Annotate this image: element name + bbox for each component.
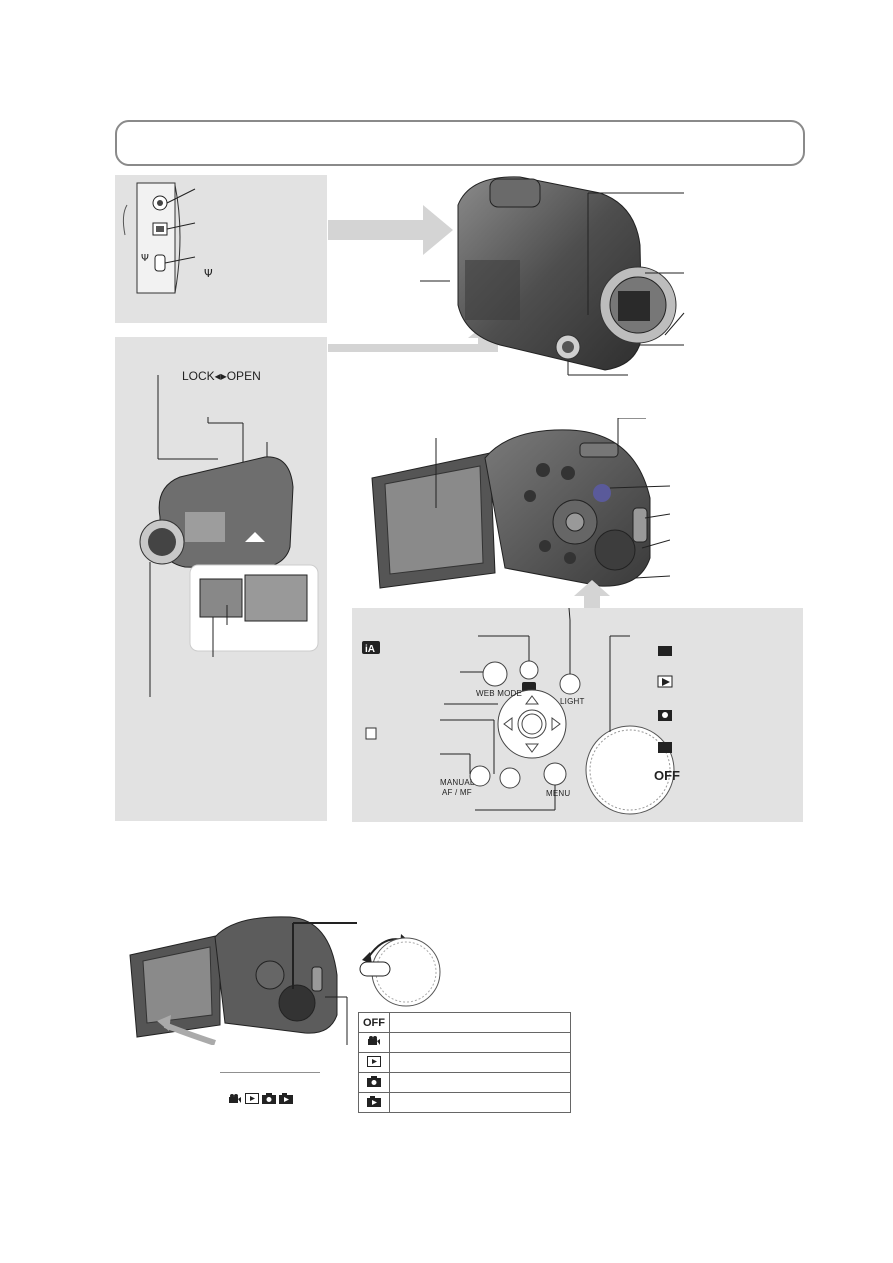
section-title-box: [115, 120, 805, 166]
controls-panel: iA WEB MOD: [352, 608, 803, 822]
camera-front-illustration: [420, 176, 685, 376]
mode-description: [389, 1092, 571, 1113]
mode-row-off: OFF: [358, 1012, 571, 1033]
terminals-illustration: [122, 182, 196, 294]
terminals-panel: Ψ Ψ: [115, 175, 327, 323]
mode-description: [389, 1052, 571, 1073]
mode-row-slideshow: [358, 1092, 571, 1113]
camera-side-illustration: [139, 375, 319, 697]
mode-row-playback: [358, 1052, 571, 1073]
mode-description: [389, 1012, 571, 1033]
usb-symbol: Ψ: [141, 253, 149, 264]
card-slot-panel: LOCK◂▸OPEN: [115, 337, 327, 821]
light-button-label: LIGHT: [560, 697, 585, 706]
manual-button-label: MANUAL: [440, 778, 475, 787]
off-text-icon: OFF: [358, 1012, 390, 1033]
movie-icon: [358, 1032, 390, 1053]
movie-icon: [229, 1094, 241, 1103]
slideshow-icon: [279, 1093, 293, 1104]
dial-off-label: OFF: [654, 768, 680, 783]
slideshow-icon: [358, 1092, 390, 1113]
mode-icons-row: [228, 1093, 293, 1104]
mode-dial-graphic: [359, 934, 441, 1007]
arrow-to-camera-right: [328, 205, 453, 255]
pointer-line: [220, 1072, 320, 1073]
mode-description: [389, 1032, 571, 1053]
mode-description: [389, 1072, 571, 1093]
arrow-up-to-controls: [574, 580, 610, 610]
playback-icon: [245, 1093, 259, 1104]
mode-table: OFF: [358, 1012, 571, 1113]
camera-icon: [358, 1072, 390, 1093]
menu-button-label: MENU: [546, 789, 571, 798]
svg-text:iA: iA: [365, 644, 375, 655]
camera-lcd-illustration: [371, 418, 670, 589]
mode-row-movie: [358, 1032, 571, 1053]
mode-row-camera: [358, 1072, 571, 1093]
usb-label-symbol: Ψ: [204, 267, 213, 280]
controls-illustration: iA: [362, 608, 675, 815]
camera-dial-illustration: [129, 916, 357, 1045]
camera-icon: [262, 1093, 276, 1104]
af-mf-button-label: AF / MF: [442, 788, 472, 797]
playback-icon: [358, 1052, 390, 1073]
lock-open-label: LOCK◂▸OPEN: [182, 369, 261, 383]
web-mode-button-label: WEB MODE: [476, 689, 523, 698]
